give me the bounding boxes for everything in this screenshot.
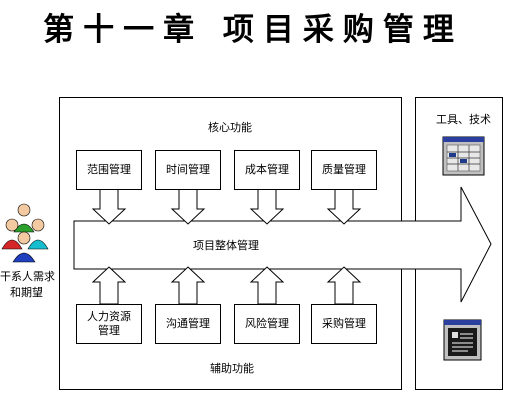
up-arrow-3 (249, 266, 285, 305)
tools-label: 工具、技术 (436, 113, 491, 126)
down-arrow-4 (326, 188, 362, 225)
up-arrow-4 (326, 266, 362, 305)
down-arrow-2 (170, 188, 206, 225)
aux-box-procurement: 采购管理 (311, 304, 377, 344)
core-functions-label: 核心功能 (208, 121, 252, 134)
aux-box-risk: 风险管理 (234, 304, 300, 344)
core-box-quality: 质量管理 (311, 150, 377, 190)
aux-box-hr: 人力资源管理 (76, 304, 142, 344)
core-box-cost: 成本管理 (234, 150, 300, 190)
document-window-icon (443, 319, 482, 361)
integration-arrow (73, 186, 492, 303)
integration-label: 项目整体管理 (193, 239, 259, 252)
core-box-time: 时间管理 (155, 150, 221, 190)
down-arrow-1 (91, 188, 127, 225)
page-title: 第十一章 项目采购管理 (43, 12, 463, 48)
spreadsheet-window-icon (442, 136, 485, 176)
up-arrow-2 (170, 266, 206, 305)
aux-functions-label: 辅助功能 (210, 362, 254, 375)
stakeholder-label-line1: 干系人需求 (0, 270, 55, 283)
up-arrow-1 (91, 266, 127, 305)
core-box-scope: 范围管理 (76, 150, 142, 190)
stakeholder-label-line2: 和期望 (10, 286, 43, 299)
people-icon (1, 203, 49, 263)
aux-box-communication: 沟通管理 (155, 304, 221, 344)
down-arrow-3 (249, 188, 285, 225)
